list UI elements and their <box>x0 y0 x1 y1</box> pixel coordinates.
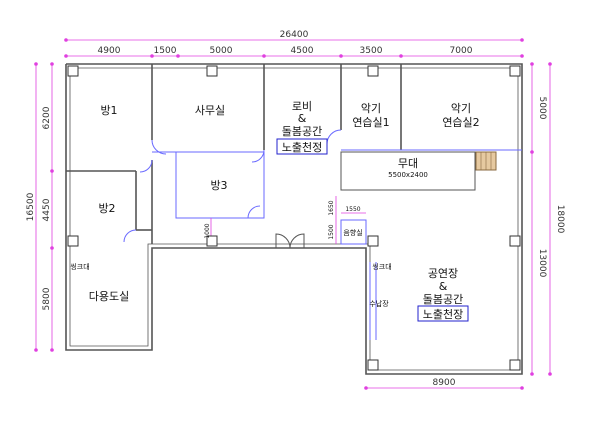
label-practice2-1: 악기 <box>451 102 471 115</box>
label-room1: 방1 <box>100 104 117 117</box>
dim-top-3: 5000 <box>210 46 233 56</box>
interior-walls <box>66 64 522 340</box>
label-sound-room: 음향실 <box>343 228 362 237</box>
label-lobby-1: 로비 <box>292 100 312 113</box>
dim-left-2: 4450 <box>42 198 52 221</box>
dim-right-outer: 18000 <box>555 205 565 234</box>
dim-top-4: 4500 <box>291 46 314 56</box>
hall-ceiling-badge: 노출천장 <box>423 307 463 321</box>
label-stage-size: 5500x2400 <box>388 171 428 179</box>
label-room3: 방3 <box>210 179 227 192</box>
label-sink-right: 씽크대 <box>372 262 391 271</box>
dim-top-2: 1500 <box>154 46 177 56</box>
label-sink-left: 씽크대 <box>70 262 89 271</box>
dim-total-width: 26400 <box>280 30 309 40</box>
dim-right-1: 5000 <box>537 97 547 120</box>
label-storage: 수납장 <box>369 299 389 308</box>
dim-center: 1000 <box>204 223 211 238</box>
label-practice2-2: 연습실2 <box>442 116 479 129</box>
dim-stair-1: 1550 <box>345 206 360 213</box>
lobby-ceiling-badge: 노출천정 <box>282 140 322 154</box>
label-room2: 방2 <box>98 202 115 215</box>
label-multi-room: 다용도실 <box>89 290 129 303</box>
dim-bottom: 8900 <box>433 378 456 388</box>
right-dimensions: 5000 13000 18000 <box>530 62 565 376</box>
label-hall-3: 돌봄공간 <box>423 293 463 306</box>
dim-stair-2: 1650 <box>328 200 335 215</box>
dim-top-6: 7000 <box>450 46 473 56</box>
columns <box>67 65 521 371</box>
label-lobby-3: 돌봄공간 <box>282 125 322 138</box>
label-hall-1: 공연장 <box>428 267 458 280</box>
dim-top-1: 4900 <box>98 46 121 56</box>
dim-right-2: 13000 <box>537 249 547 278</box>
label-office: 사무실 <box>195 104 225 117</box>
left-dimensions: 16500 6200 4450 5800 <box>26 62 54 352</box>
dim-left-3: 5800 <box>42 287 52 310</box>
dim-top-5: 3500 <box>360 46 383 56</box>
label-hall-2: & <box>439 280 448 293</box>
label-practice1-1: 악기 <box>361 102 381 115</box>
label-stage: 무대 <box>398 157 418 170</box>
label-lobby-2: & <box>298 112 307 125</box>
dim-left-1: 6200 <box>42 106 52 129</box>
dim-stair-3: 1500 <box>328 224 335 239</box>
top-dimensions: 26400 4900 1500 5000 4500 3500 7000 <box>64 30 524 58</box>
label-practice1-2: 연습실1 <box>352 116 389 129</box>
bottom-dimension: 8900 <box>364 378 524 390</box>
dim-left-outer: 16500 <box>26 192 36 221</box>
